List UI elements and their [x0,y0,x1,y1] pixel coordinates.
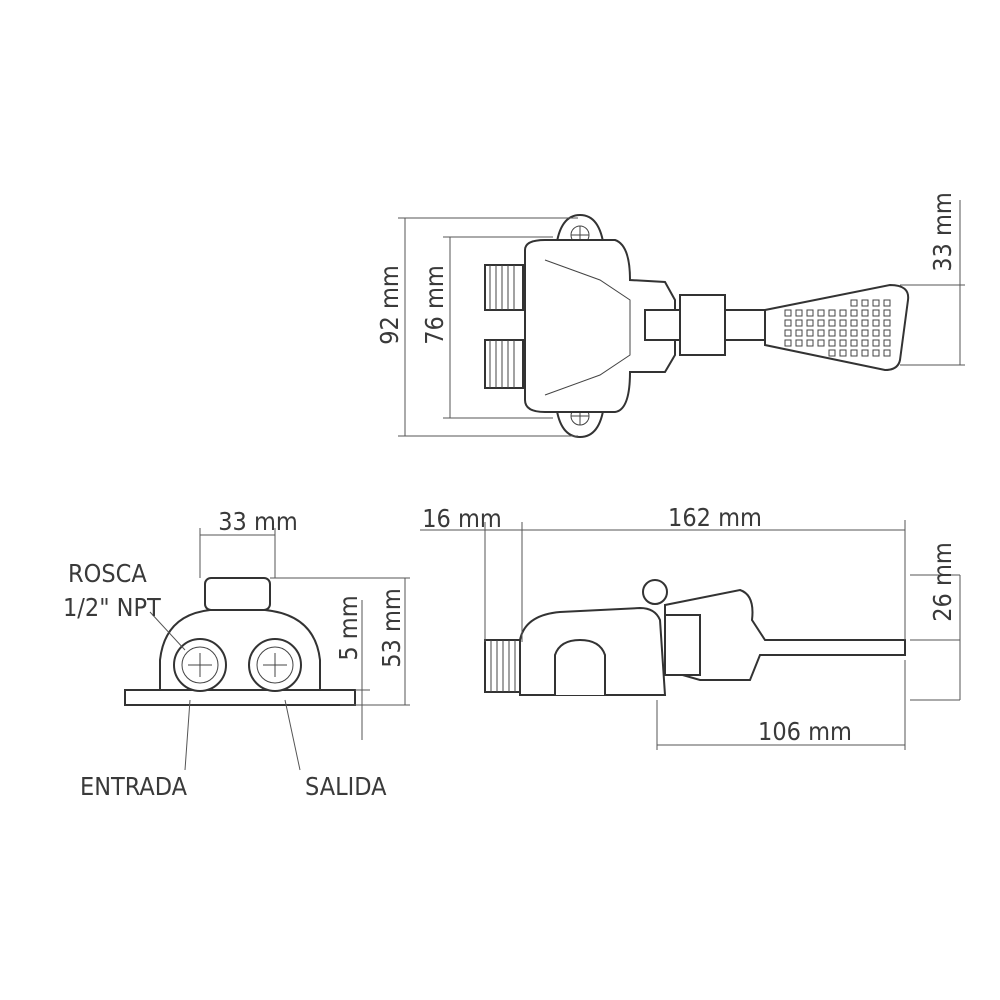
dim-162mm: 162 mm [668,503,762,532]
thread-label-line1: ROSCA [68,559,147,588]
side-mount-ear [642,579,668,605]
pedal-texture-cell [795,309,803,317]
pedal-texture-cell [839,309,847,317]
top-nub [204,577,271,611]
pedal-texture-cell [817,329,825,337]
pedal-texture-cell [872,349,880,357]
pedal-texture-cell [817,319,825,327]
pedal-texture-cell [828,329,836,337]
pedal-texture-cell [850,339,858,347]
pedal-texture-cell [828,349,836,357]
outlet-label: SALIDA [305,772,387,801]
pedal-texture-cell [883,319,891,327]
dim-33mm-spacing: 33 mm [218,507,298,536]
pedal-texture-cell [795,319,803,327]
thread-label-line2: 1/2" NPT [63,593,161,622]
dim-16mm: 16 mm [422,504,502,533]
pedal-texture-cell [850,309,858,317]
pedal-texture-cell [795,339,803,347]
pedal-texture-cell [883,349,891,357]
pedal-texture-cell [861,319,869,327]
body-arch [554,638,606,695]
pedal-texture-cell [872,339,880,347]
pedal-texture-cell [817,339,825,347]
top-thread-upper [484,264,524,311]
pedal-texture-cell [872,319,880,327]
dim-106mm: 106 mm [758,717,852,746]
pedal-texture-cell [828,309,836,317]
dim-26mm: 26 mm [928,542,957,622]
pedal-texture-cell [872,329,880,337]
dim-53mm: 53 mm [377,588,406,668]
pedal-texture-cell [872,299,880,307]
pedal-texture-cell [828,339,836,347]
pedal-texture-cell [883,339,891,347]
pedal-texture-cell [784,329,792,337]
pedal-texture-cell [839,349,847,357]
pedal-texture-cell [806,339,814,347]
pedal-texture-cell [861,339,869,347]
side-view: 16 mm 162 mm 26 mm 106 mm [420,503,961,750]
pedal-texture-cell [850,299,858,307]
pedal-texture-cell [784,309,792,317]
valve-body-top [524,239,676,413]
pedal-texture-cell [806,319,814,327]
pedal-texture-cell [850,319,858,327]
pedal-texture-cell [861,299,869,307]
pedal-texture-cell [839,319,847,327]
front-view: 33 mm ROSCA 1/2" NPT 5 mm 53 mm ENTRADA … [63,507,410,801]
pedal-top [764,283,910,372]
pedal-texture-cell [839,329,847,337]
pedal-texture-cell [806,309,814,317]
pedal-texture-cell [883,329,891,337]
pedal-texture-cell [828,319,836,327]
pedal-texture-cell [861,309,869,317]
base-plate [124,689,356,706]
pedal-texture-cell [861,349,869,357]
top-view: 92 mm 76 mm 33 mm [375,192,965,439]
top-thread-lower [484,339,524,389]
pedal-texture-cell [784,319,792,327]
pedal-texture-cell [883,309,891,317]
dim-5mm: 5 mm [334,595,363,660]
pedal-texture-cell [872,309,880,317]
pedal-texture-cell [850,329,858,337]
pedal-texture-cell [850,349,858,357]
dim-76mm: 76 mm [420,265,449,345]
pedal-texture-cell [861,329,869,337]
pedal-texture-cell [795,329,803,337]
dim-33mm-pedal: 33 mm [928,192,957,272]
lever-side [664,588,906,681]
pedal-texture-cell [817,309,825,317]
pedal-texture-cell [839,339,847,347]
pedal-texture-cell [784,339,792,347]
pedal-texture-cell [883,299,891,307]
pedal-texture-cell [806,329,814,337]
inlet-label: ENTRADA [80,772,188,801]
dim-92mm: 92 mm [375,265,404,345]
